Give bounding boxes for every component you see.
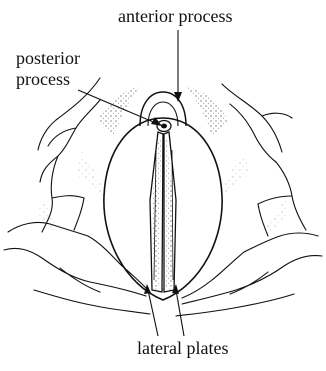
label-posterior-process: posterior process [16, 48, 80, 90]
label-lateral-plates: lateral plates [137, 338, 228, 359]
label-posterior-line2: process [16, 69, 80, 90]
right-tissue-folds [176, 84, 322, 316]
left-tissue-folds [4, 78, 150, 314]
label-anterior-process: anterior process [118, 6, 232, 27]
label-posterior-line1: posterior [16, 48, 80, 69]
